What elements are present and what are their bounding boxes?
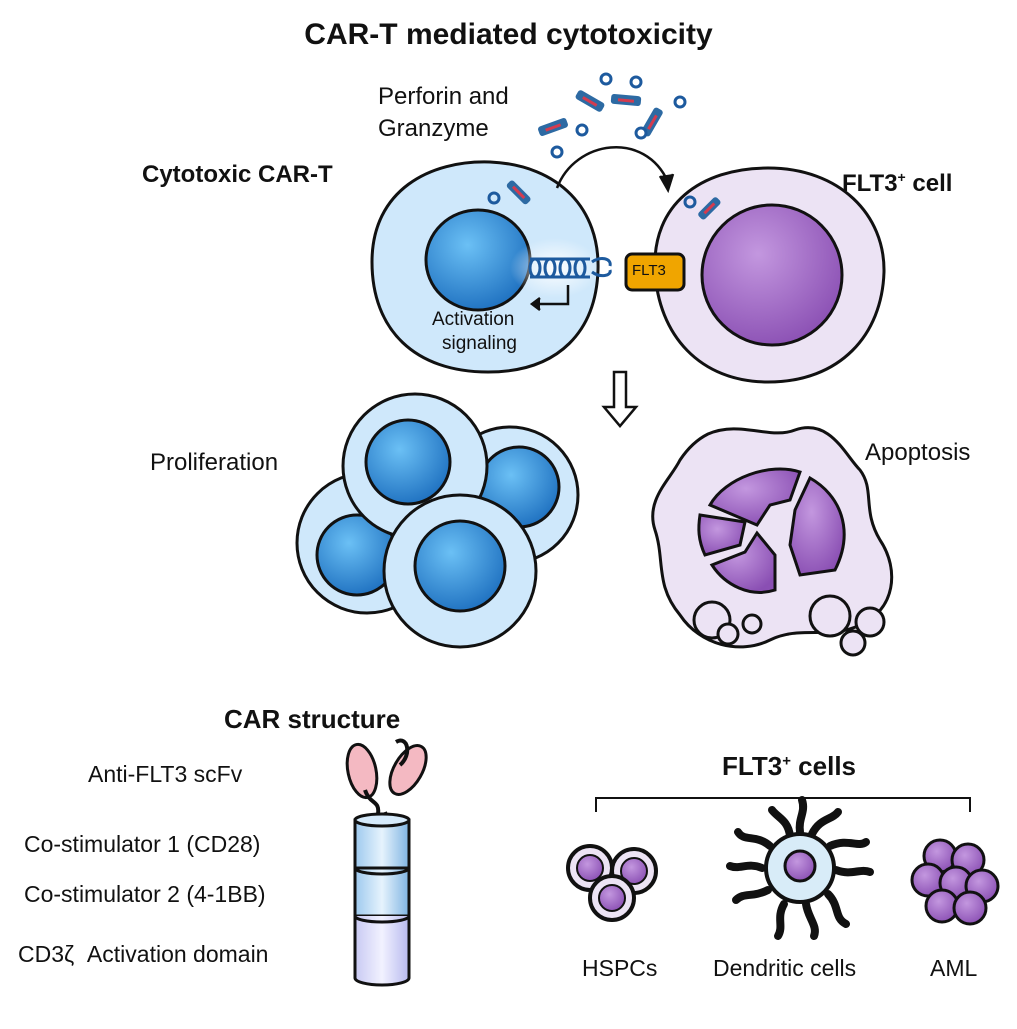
down-arrow-icon xyxy=(601,370,639,428)
perforin-granzyme-particles-icon xyxy=(538,72,687,159)
dendritic-cell-icon xyxy=(726,796,874,940)
granzyme-icon xyxy=(487,180,531,205)
activation-arrow-icon xyxy=(529,285,570,311)
group-bracket xyxy=(595,797,971,812)
cell-type-aml: AML xyxy=(930,955,978,981)
granzyme-label: Granzyme xyxy=(378,115,489,142)
car-part-scfv: Anti-FLT3 scFv xyxy=(88,761,243,787)
apoptosis-label: Apoptosis xyxy=(865,439,971,466)
flt3-cell-label-main: FLT3 xyxy=(842,170,898,197)
apoptotic-bodies xyxy=(692,594,886,657)
page-title: CAR-T mediated cytotoxicity xyxy=(304,18,713,51)
hspc-icon xyxy=(566,844,658,922)
flt3-cells-title-sup: + xyxy=(782,752,791,770)
car-part-cd28: Co-stimulator 1 (CD28) xyxy=(24,831,261,857)
fragmented-nucleus xyxy=(697,467,846,594)
flt3-cells-title: FLT3+ cells xyxy=(722,752,856,781)
car-structure-diagram xyxy=(345,738,428,987)
aml-icon xyxy=(910,838,1000,926)
activation-label: Activation xyxy=(432,309,515,330)
cd28-domain xyxy=(353,812,411,870)
flt3-receptor-label: FLT3 xyxy=(632,262,666,279)
proliferation-cells xyxy=(295,392,580,649)
signaling-label: signaling xyxy=(442,333,517,354)
cart-label: Cytotoxic CAR-T xyxy=(142,161,333,188)
apoptotic-cell xyxy=(651,426,894,657)
cell-type-dendritic: Dendritic cells xyxy=(713,955,857,981)
cd3z-domain xyxy=(353,915,411,987)
car-receptor-icon xyxy=(528,257,612,279)
flt3-cell-nucleus xyxy=(700,203,844,347)
flt3-cells-title-suffix: cells xyxy=(790,751,857,781)
car-part-cd3z: CD3ζ Activation domain xyxy=(18,941,269,967)
perforin-label: Perforin and xyxy=(378,83,509,110)
4-1bb-domain xyxy=(353,866,411,918)
flt3-cell-label: FLT3+ cell xyxy=(842,169,953,197)
car-part-41bb: Co-stimulator 2 (4-1BB) xyxy=(24,881,266,907)
flt3-cell-label-sup: + xyxy=(897,169,906,185)
cart-cell xyxy=(382,493,538,649)
flt3-receptor xyxy=(624,252,686,292)
car-structure-title: CAR structure xyxy=(224,704,401,734)
granzyme-icon xyxy=(683,195,721,220)
proliferation-label: Proliferation xyxy=(150,449,279,476)
scfv-icon xyxy=(345,742,428,800)
transfer-arrow-icon xyxy=(555,146,675,194)
flt3-cells-title-main: FLT3 xyxy=(722,751,783,781)
flt3-cell-label-suffix: cell xyxy=(905,170,953,197)
cell-type-hspcs: HSPCs xyxy=(582,955,658,981)
